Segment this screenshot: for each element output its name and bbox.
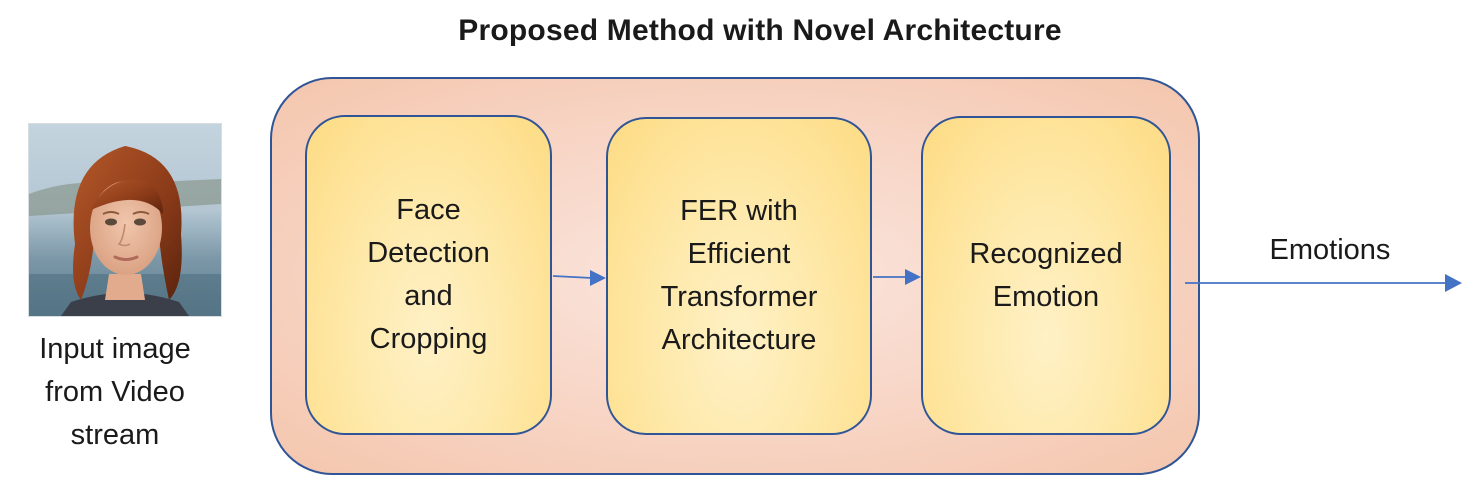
stage-label: Face Detection and Cropping: [367, 194, 490, 355]
output-label: Emotions: [1269, 234, 1391, 266]
stage-recognized-emotion: Recognized Emotion: [921, 116, 1171, 435]
stage-fer-transformer: FER with Efficient Transformer Architect…: [606, 117, 872, 435]
stage-label: Recognized Emotion: [969, 237, 1123, 313]
diagram-title: Proposed Method with Novel Architecture: [458, 14, 1062, 47]
face-photo-icon: [29, 124, 221, 316]
arrow-output: [1185, 274, 1462, 292]
input-caption: Input image from Video stream: [39, 333, 191, 451]
stage-face-detection: Face Detection and Cropping: [305, 115, 552, 435]
input-face-image: [28, 123, 222, 317]
stage-label: FER with Efficient Transformer Architect…: [660, 195, 818, 356]
